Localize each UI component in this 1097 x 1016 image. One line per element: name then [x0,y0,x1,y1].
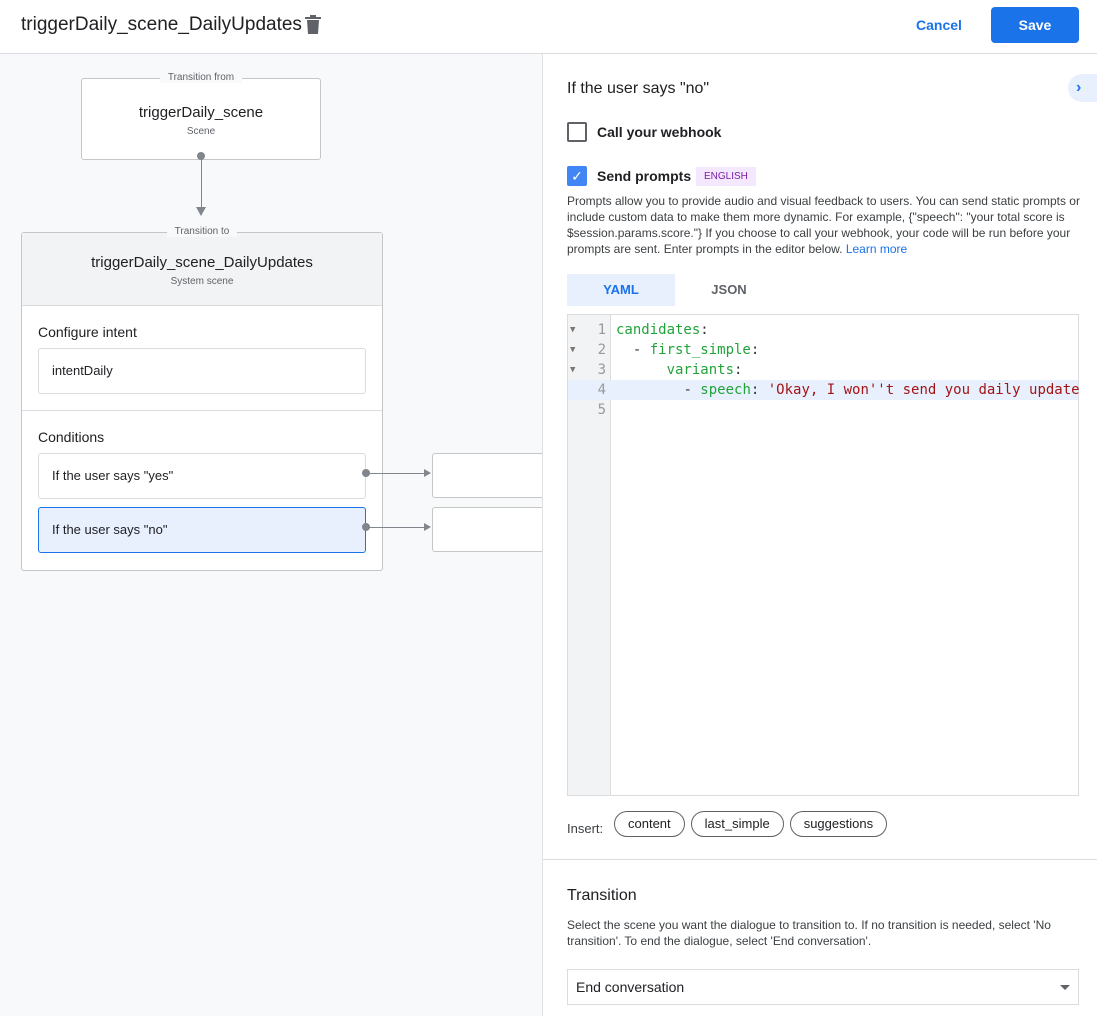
page-title: triggerDaily_scene_DailyUpdates [21,14,302,35]
transition-description: Select the scene you want the dialogue t… [567,918,1051,948]
fold-arrow-icon[interactable]: ▼ [570,325,576,335]
yaml-key: candidates [616,322,701,338]
tab-yaml[interactable]: YAML [567,274,675,306]
no-target-card[interactable] [432,507,542,552]
condition-no[interactable]: If the user says "no" [38,507,366,553]
configure-intent-heading: Configure intent [38,324,137,340]
condition-yes[interactable]: If the user says "yes" [38,453,366,499]
scene-canvas: Transition from triggerDaily_scene Scene… [0,54,543,1016]
learn-more-link[interactable]: Learn more [845,242,908,256]
yaml-key: first_simple [649,342,751,358]
yaml-key: speech [700,382,751,398]
send-prompts-checkbox[interactable]: ✓ [567,166,587,186]
trash-icon[interactable] [304,14,322,36]
condition-panel: › If the user says "no" Call your webhoo… [543,54,1097,1016]
transition-to-legend: Transition to [166,226,238,237]
fold-arrow-icon[interactable]: ▼ [570,365,576,375]
language-badge: ENGLISH [696,167,756,186]
insert-last-simple-chip[interactable]: last_simple [690,811,784,837]
webhook-checkbox[interactable] [567,122,587,142]
line-number: 4 [597,382,606,398]
line-number: 3 [597,362,606,378]
from-scene-type: Scene [186,126,216,137]
editor-line[interactable]: 4 - speech: 'Okay, I won''t send you dai… [568,380,1080,400]
yaml-key: variants [666,362,735,378]
transition-from-card[interactable]: Transition from triggerDaily_scene Scene [81,72,321,160]
line-number: 2 [597,342,606,358]
cancel-button[interactable]: Cancel [903,8,975,42]
prompts-description: Prompts allow you to provide audio and v… [567,194,1080,256]
yaml-string: 'Okay, I won''t send you daily update [767,382,1080,398]
insert-suggestions-chip[interactable]: suggestions [789,811,888,837]
top-bar: triggerDaily_scene_DailyUpdates Cancel S… [0,0,1097,54]
editor-line[interactable]: ▼2 - first_simple: [570,342,768,358]
transition-heading: Transition [567,887,637,904]
arrow-down-icon [196,207,206,216]
line-number: 1 [597,322,606,338]
connector-line [366,527,426,528]
intent-field[interactable]: intentDaily [38,348,366,394]
insert-content-chip[interactable]: content [614,811,685,837]
save-button[interactable]: Save [991,7,1079,43]
webhook-label: Call your webhook [597,124,722,140]
fold-arrow-icon[interactable]: ▼ [570,345,576,355]
yes-target-card[interactable] [432,453,542,498]
to-scene-name: triggerDaily_scene_DailyUpdates [91,254,313,271]
connector-line [201,158,202,208]
editor-line[interactable]: ▼3 variants: [570,362,751,378]
send-prompts-label: Send prompts [597,168,692,184]
editor-line[interactable]: 5 [568,400,1078,420]
insert-label: Insert: [567,821,604,836]
panel-heading: If the user says "no" [567,80,710,97]
connector-line [366,473,426,474]
transition-select[interactable]: End conversation [567,969,1079,1005]
arrow-right-icon [424,469,431,477]
dropdown-arrow-icon [1060,985,1070,990]
to-scene-type: System scene [170,276,234,287]
conditions-heading: Conditions [38,429,105,445]
arrow-right-icon [424,523,431,531]
tab-json[interactable]: JSON [711,282,747,297]
line-number: 5 [597,402,606,418]
from-scene-name: triggerDaily_scene [138,104,264,121]
connector-dot [197,152,205,160]
collapse-panel-chevron-icon[interactable]: › [1068,74,1097,102]
transition-to-card: Transition to triggerDaily_scene_DailyUp… [21,226,383,571]
transition-from-legend: Transition from [159,72,243,83]
